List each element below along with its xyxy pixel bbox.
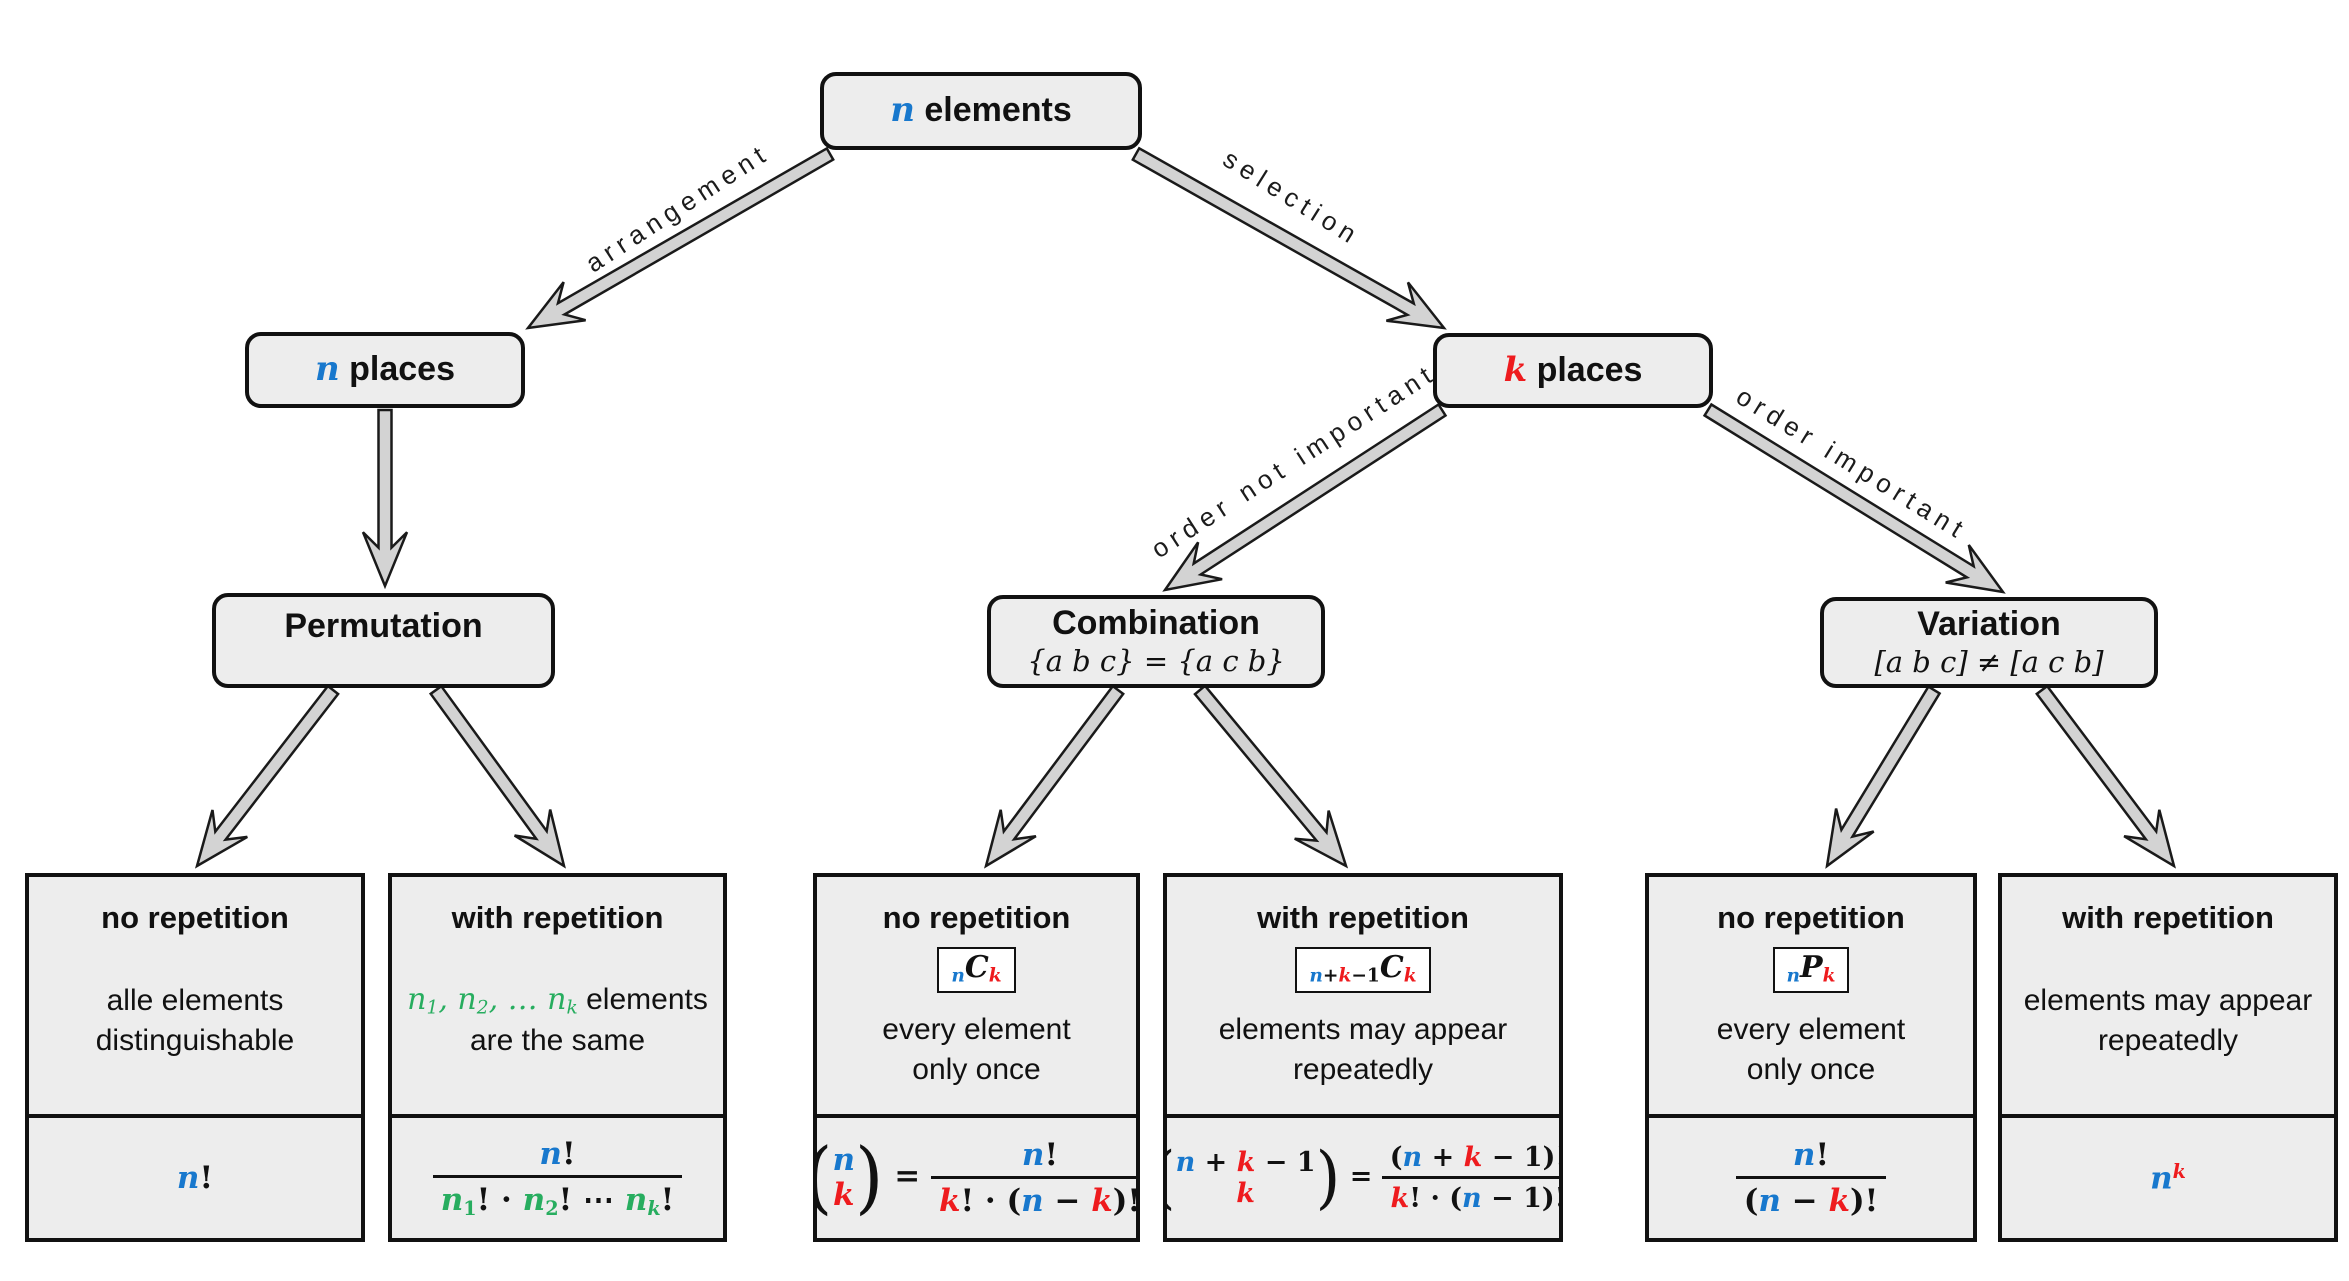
- node-permutation: Permutation: [212, 593, 555, 688]
- description-line: every element: [882, 1012, 1071, 1046]
- description-line: only once: [912, 1052, 1041, 1086]
- formula-multiset-coefficient: (n + k − 1k) = (n + k − 1)!k! · (n − 1)!: [1167, 1114, 1559, 1238]
- description-line: are the same: [469, 1024, 646, 1058]
- arrow-combination-to-no-repetition: [984, 684, 1125, 869]
- arrow-root-to-n-places: [525, 146, 835, 330]
- formula-binomial-coefficient: (nk) = n!k! · (n − k)!: [817, 1114, 1136, 1238]
- arrow-root-to-k-places: [1131, 146, 1447, 330]
- leaf-description: alle elements distinguishable: [29, 935, 361, 1114]
- node-title: Permutation: [284, 607, 483, 645]
- formula-multiset-permutation: n!n1! · n2! ⋯ nk!: [392, 1114, 723, 1238]
- description-line: n1, n2, … nk elements: [407, 982, 708, 1019]
- leaf-permutation-with-repetition: with repetition n1, n2, … nk elements are…: [388, 873, 727, 1242]
- formula-n-power-k: nk: [2002, 1114, 2334, 1238]
- leaf-combination-with-repetition: with repetition n+k−1Ck elements may app…: [1163, 873, 1563, 1242]
- leaf-title: no repetition: [1717, 900, 1905, 935]
- leaf-description: elements may appear repeatedly: [1167, 993, 1559, 1114]
- arrow-permutation-to-no-repetition: [194, 684, 340, 869]
- node-k-places: k places: [1433, 333, 1713, 408]
- description-line: elements may appear: [1218, 1012, 1508, 1046]
- leaf-description: every element only once: [1649, 993, 1973, 1114]
- leaf-title: with repetition: [1257, 900, 1469, 935]
- arrow-k-places-to-combination: [1162, 402, 1448, 592]
- leaf-title: with repetition: [451, 900, 664, 935]
- arrow-combination-to-with-repetition: [1193, 684, 1349, 869]
- node-combination: Combination {a b c} = {a c b}: [987, 595, 1325, 688]
- node-n-elements: n elements: [820, 72, 1142, 150]
- notation-badge-nCk: nCk: [937, 947, 1016, 994]
- description-line: repeatedly: [2097, 1023, 2239, 1057]
- description-line: distinguishable: [95, 1023, 295, 1057]
- node-title: n places: [314, 349, 456, 390]
- node-title: n elements: [890, 90, 1072, 131]
- node-n-places: n places: [245, 332, 525, 408]
- description-line: elements may appear: [2023, 983, 2313, 1017]
- node-subtitle: [a b c] ≠ [a c b]: [1874, 645, 2104, 680]
- leaf-title: no repetition: [882, 900, 1071, 935]
- leaf-title: with repetition: [2062, 900, 2274, 935]
- arrow-permutation-to-with-repetition: [428, 684, 566, 869]
- node-subtitle: {a b c} = {a c b}: [1027, 644, 1285, 679]
- node-title: Variation: [1917, 605, 2061, 644]
- description-line: every element: [1716, 1012, 1906, 1046]
- description-line: alle elements: [106, 983, 284, 1017]
- description-line: only once: [1746, 1052, 1876, 1086]
- leaf-description: n1, n2, … nk elements are the same: [392, 935, 723, 1114]
- leaf-variation-with-repetition: with repetition elements may appear repea…: [1998, 873, 2338, 1242]
- leaf-title: no repetition: [101, 900, 289, 935]
- arrow-variation-to-with-repetition: [2035, 684, 2176, 869]
- leaf-description: every element only once: [817, 993, 1136, 1114]
- leaf-combination-no-repetition: no repetition nCk every element only once…: [813, 873, 1140, 1242]
- arrow-n-places-to-permutation: [361, 408, 409, 590]
- formula-k-permutation: n!(n − k)!: [1649, 1114, 1973, 1238]
- node-title: Combination: [1052, 604, 1260, 643]
- notation-badge-nPk: nPk: [1772, 947, 1850, 994]
- description-line: repeatedly: [1292, 1052, 1434, 1086]
- notation-badge-n+k-1Ck: n+k−1Ck: [1295, 947, 1431, 994]
- arrow-variation-to-no-repetition: [1825, 684, 1942, 869]
- node-variation: Variation [a b c] ≠ [a c b]: [1820, 597, 2158, 688]
- leaf-variation-no-repetition: no repetition nPk every element only once…: [1645, 873, 1977, 1242]
- leaf-permutation-no-repetition: no repetition alle elements distinguishab…: [25, 873, 365, 1242]
- node-title: k places: [1503, 349, 1643, 390]
- leaf-description: elements may appear repeatedly: [2002, 935, 2334, 1114]
- arrow-k-places-to-variation: [1702, 402, 2006, 594]
- formula-n-factorial: n!: [29, 1114, 361, 1238]
